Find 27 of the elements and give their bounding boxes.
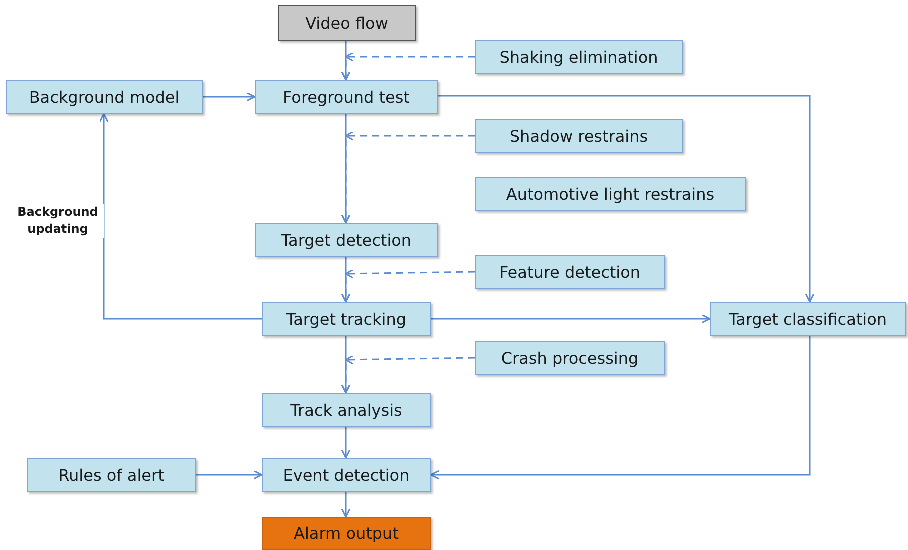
output-box: Alarm output bbox=[262, 517, 431, 550]
arrow bbox=[196, 470, 263, 480]
process-box: Shaking elimination bbox=[475, 40, 683, 74]
source-box: Video flow bbox=[278, 5, 416, 41]
process-box: Target detection bbox=[255, 223, 438, 257]
arrow bbox=[203, 92, 256, 102]
arrow bbox=[430, 336, 811, 480]
arrow bbox=[438, 95, 815, 303]
process-box: Feature detection bbox=[475, 255, 665, 289]
arrow bbox=[99, 113, 262, 320]
arrow bbox=[431, 314, 711, 324]
process-box: Foreground test bbox=[255, 80, 438, 114]
process-box: Crash processing bbox=[475, 341, 665, 375]
process-box: Rules of alert bbox=[27, 458, 196, 492]
process-box: Target tracking bbox=[262, 302, 431, 336]
process-box: Automotive light restrains bbox=[475, 177, 746, 211]
process-box: Background model bbox=[6, 80, 203, 114]
dashed-arrow bbox=[341, 132, 475, 223]
arrow bbox=[341, 492, 351, 518]
dashed-arrow bbox=[341, 356, 476, 393]
process-box: Event detection bbox=[262, 458, 431, 492]
process-box: Shadow restrains bbox=[475, 119, 683, 153]
process-box: Track analysis bbox=[262, 393, 431, 427]
arrow bbox=[341, 427, 351, 459]
dashed-arrow bbox=[341, 53, 475, 80]
process-box: Target classification bbox=[710, 302, 906, 336]
dashed-arrow bbox=[341, 270, 476, 302]
